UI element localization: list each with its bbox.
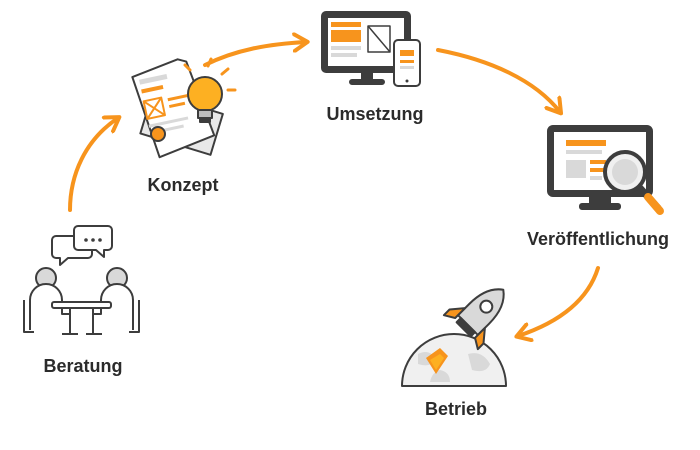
step-label-veroeffentlichung: Veröffentlichung — [526, 229, 670, 249]
step-label-beratung: Beratung — [43, 356, 123, 376]
arrow-veroeffentlichung-to-betrieb — [518, 266, 600, 336]
step-label-konzept: Konzept — [147, 175, 219, 195]
arrow-umsetzung-to-veroeffentlichung — [436, 48, 560, 112]
rocket-globe-icon — [401, 288, 507, 387]
meeting-chat-icon — [23, 225, 140, 335]
document-lightbulb-icon — [131, 57, 237, 159]
step-label-betrieb: Betrieb — [424, 399, 488, 419]
arrow-beratung-to-konzept — [68, 118, 118, 212]
devices-monitor-phone-icon — [321, 11, 421, 87]
step-label-umsetzung: Umsetzung — [326, 104, 424, 124]
monitor-magnifier-icon — [547, 125, 664, 215]
arrow-konzept-to-umsetzung — [203, 42, 306, 67]
